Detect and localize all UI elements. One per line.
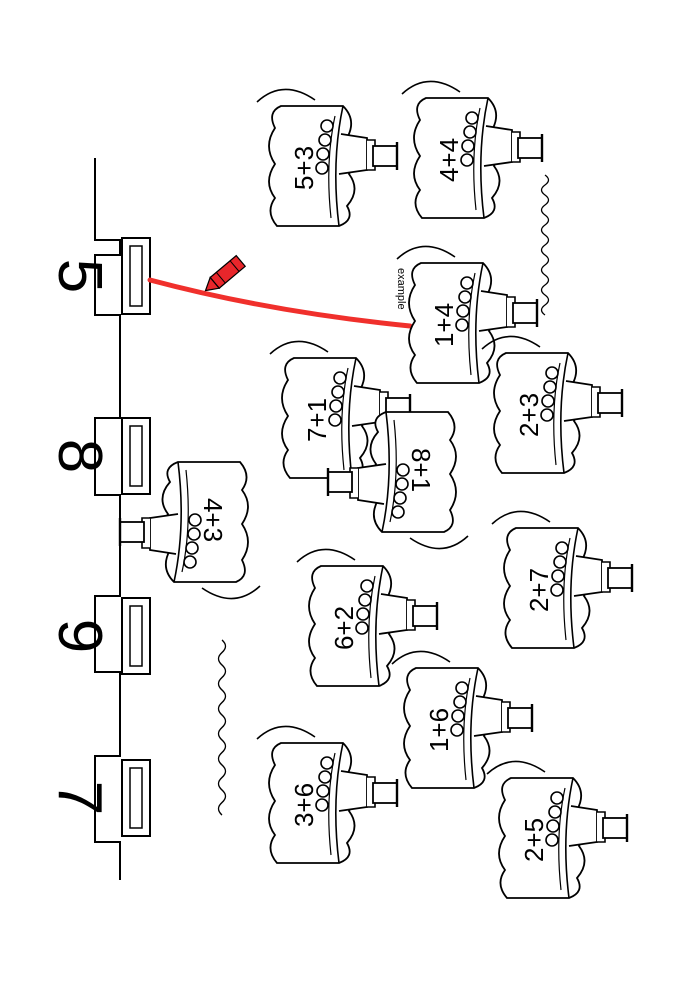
boat-sum: 2+7 [524,568,554,612]
boat-sum: 1+4 [429,303,459,347]
boat-sum: 2+5 [519,818,549,862]
tugboat-icon [255,725,399,865]
boat-2plus7: 2+7 [490,510,634,650]
tugboat-icon [295,548,439,688]
boat-sum: 1+6 [424,708,454,752]
boat-sum: 3+6 [289,783,319,827]
boat-3plus6: 3+6 [255,725,399,865]
example-label: example [395,268,407,310]
dock-7: 7 [45,759,151,837]
boat-sum: 4+3 [198,498,228,542]
tugboat-icon [485,760,629,900]
boat-sum: 7+1 [302,398,332,442]
dock-9: 9 [45,597,151,675]
dock-8: 8 [45,417,151,495]
red-crayon-icon [204,254,247,292]
boat-sum: 6+2 [329,606,359,650]
water-wave-icon [540,174,550,316]
dock-number: 8 [45,439,114,473]
boat-7plus1: 7+1 [268,340,412,480]
tugboat-icon [255,88,399,228]
boat-6plus2: 6+2 [295,548,439,688]
boat-2plus3: 2+3 [480,335,624,475]
example-answer-line [147,277,413,329]
tugboat-icon [480,335,624,475]
shoreline [94,158,121,880]
boat-5plus3: 5+3 [255,88,399,228]
boat-1plus6: 1+6 [390,650,534,790]
dock-5: 5 [45,237,151,315]
boat-sum: 2+3 [514,393,544,437]
dock-number: 5 [45,259,114,293]
tugboat-icon [390,650,534,790]
boat-8plus1: 8+1 [326,410,470,550]
boat-sum: 4+4 [434,138,464,182]
dock-number: 9 [45,619,114,653]
tugboat-icon [490,510,634,650]
boat-2plus5: 2+5 [485,760,629,900]
water-wave-icon [217,639,227,816]
tugboat-icon [400,80,544,220]
boat-4plus4: 4+4 [400,80,544,220]
boat-4plus3: 4+3 [118,460,262,600]
dock-number: 7 [45,781,114,815]
boat-sum: 5+3 [289,146,319,190]
boat-1plus4-example: 1+4 [395,245,539,385]
boat-sum: 8+1 [406,448,436,492]
